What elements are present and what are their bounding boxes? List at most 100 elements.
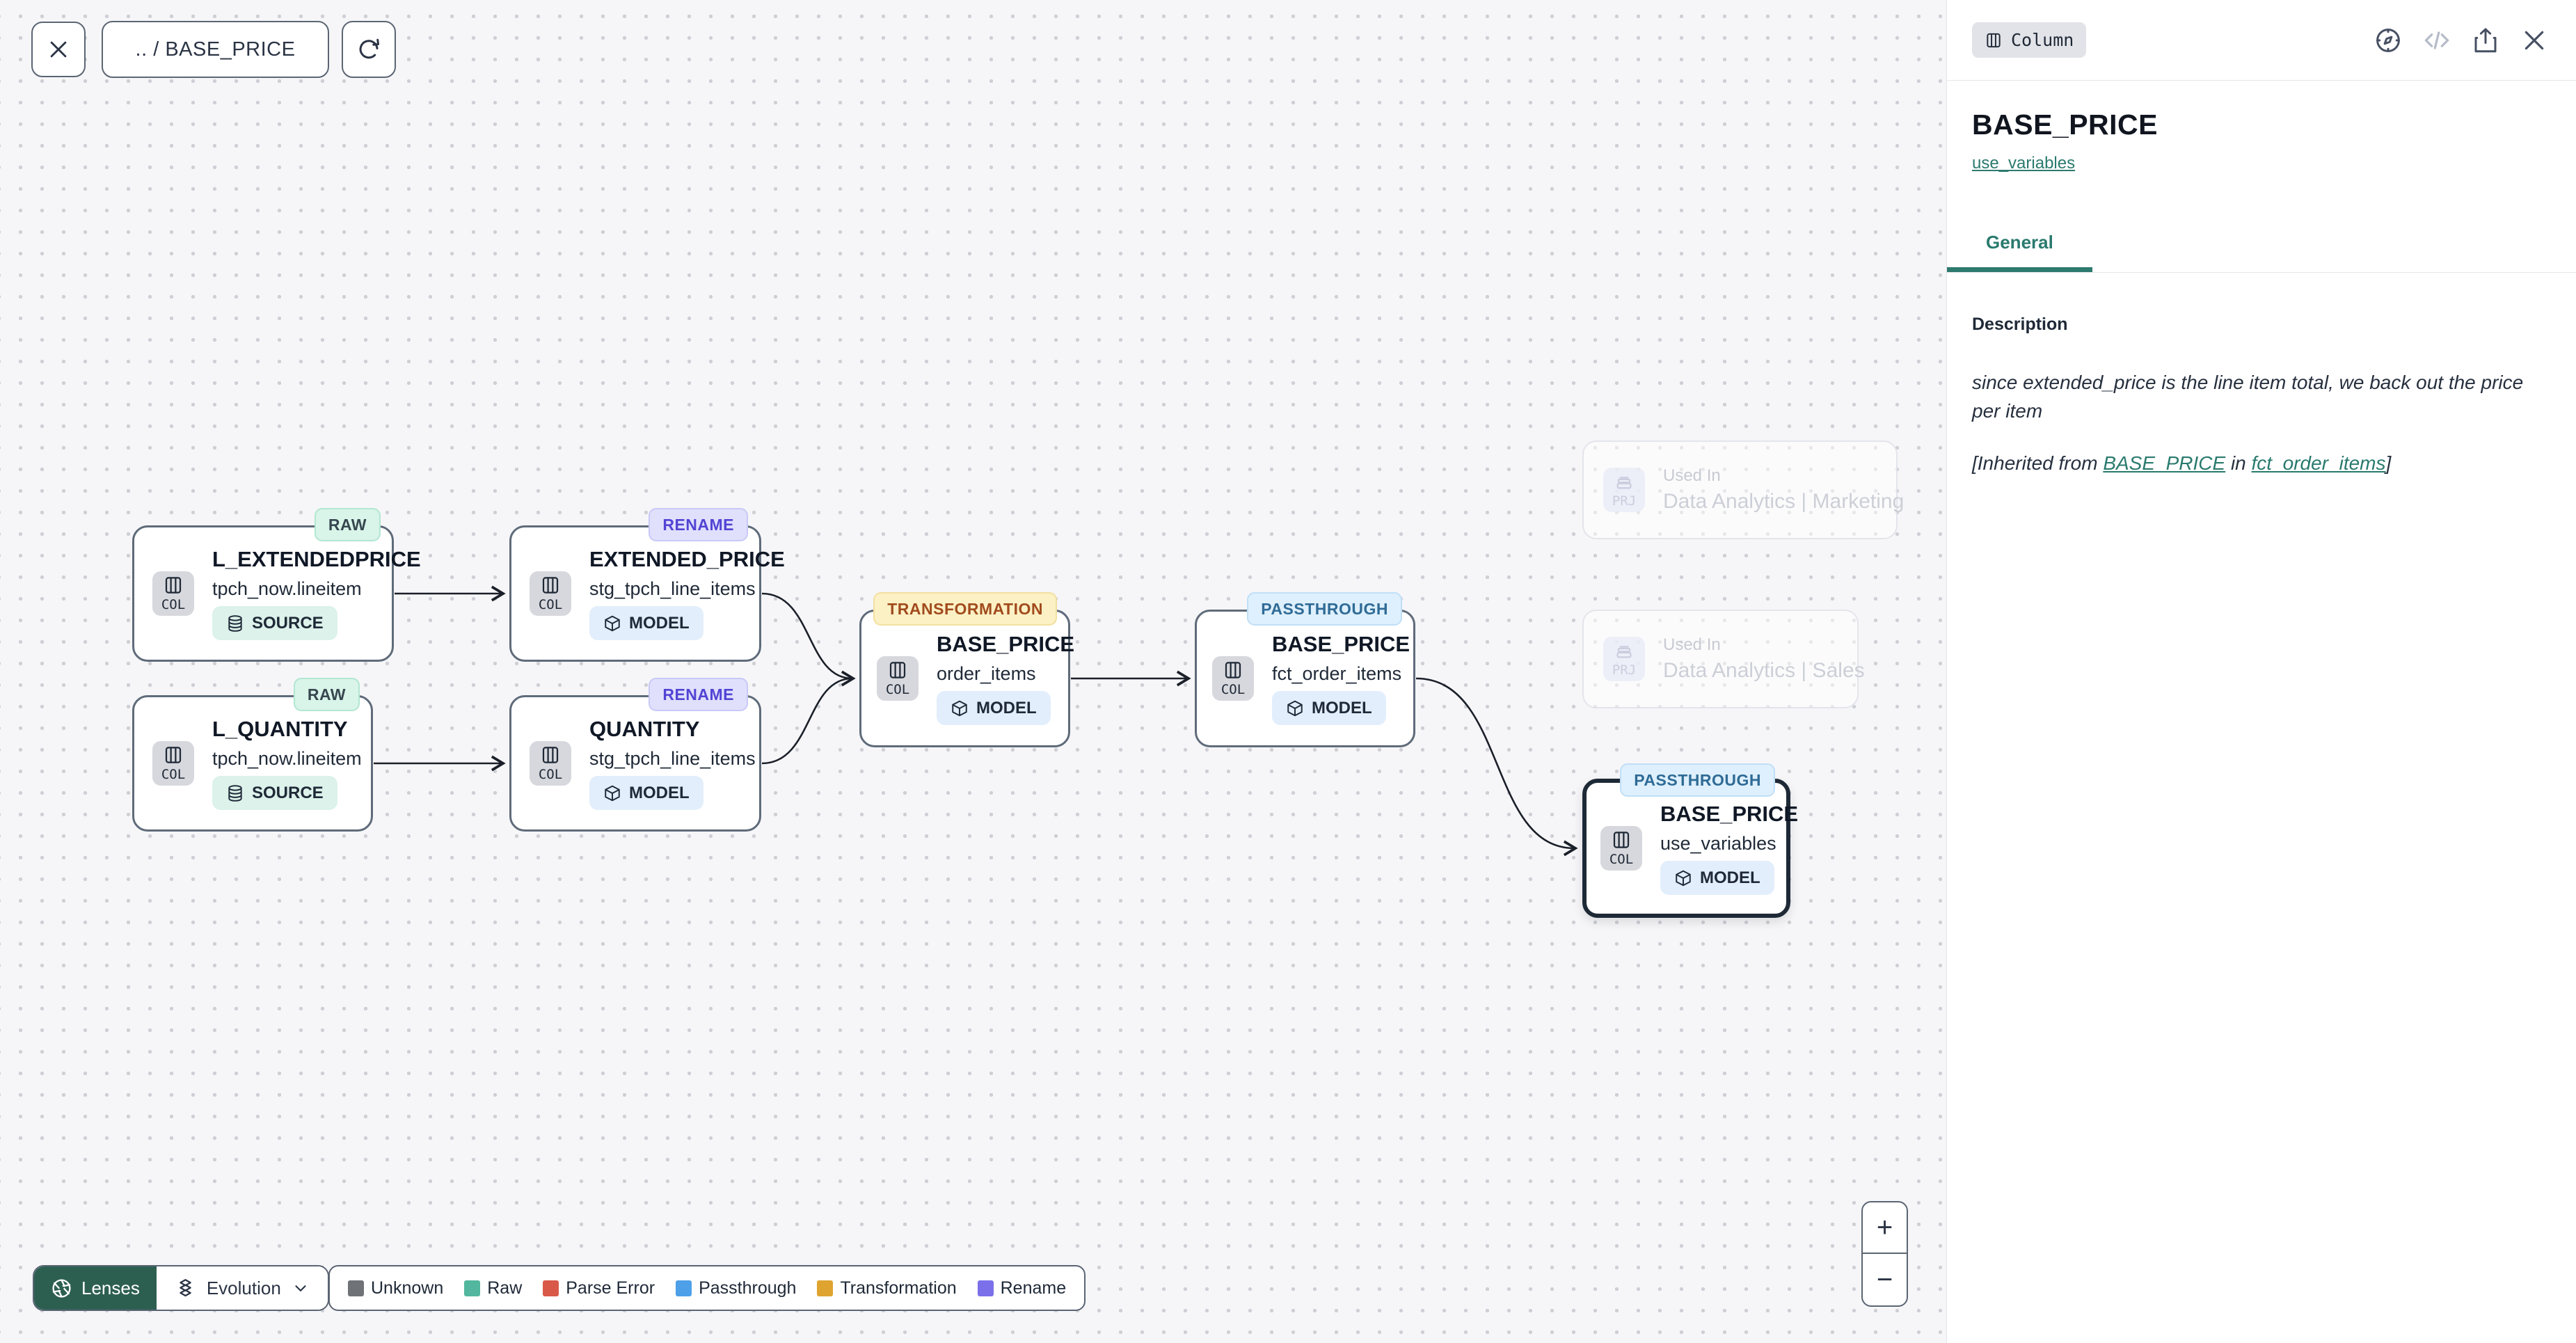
project-chip: PRJ	[1603, 637, 1645, 681]
used-in-name: Data Analytics | Sales	[1663, 659, 1865, 682]
model-link[interactable]: use_variables	[1972, 154, 2076, 173]
share-button[interactable]	[2470, 25, 2501, 56]
columns-icon	[889, 662, 906, 678]
lineage-node[interactable]: RENAME COL EXTENDED_PRICE stg_tpch_line_…	[509, 508, 785, 662]
column-chip: COL	[877, 656, 919, 701]
legend-item: Passthrough	[676, 1278, 796, 1298]
breadcrumb[interactable]: .. / BASE_PRICE	[102, 21, 329, 78]
legend-swatch	[348, 1280, 364, 1296]
page-title: BASE_PRICE	[1972, 109, 2158, 141]
legend-label: Passthrough	[699, 1278, 797, 1298]
node-kind-tag: SOURCE	[212, 776, 337, 810]
cube-icon	[605, 785, 620, 801]
explore-button[interactable]	[2373, 25, 2403, 56]
entity-type-label: Column	[2011, 30, 2074, 50]
legend-label: Parse Error	[566, 1278, 655, 1298]
legend-swatch	[464, 1280, 481, 1296]
evolution-badge: TRANSFORMATION	[873, 592, 1057, 626]
chip-label: PRJ	[1612, 662, 1637, 678]
columns-icon	[1987, 33, 2001, 47]
legend-swatch	[543, 1280, 559, 1296]
layers-icon	[180, 1278, 191, 1296]
chevron-down-icon	[295, 1285, 306, 1292]
close-icon	[50, 41, 67, 58]
lineage-edges	[374, 585, 1578, 857]
legend-label: Rename	[1000, 1278, 1067, 1298]
tab-general[interactable]: General	[1947, 219, 2092, 272]
legend-item: Raw	[464, 1278, 522, 1298]
node-kind-tag: MODEL	[1272, 691, 1386, 725]
code-button[interactable]	[2422, 25, 2452, 56]
cube-icon	[1287, 700, 1303, 716]
node-subtitle: use_variables	[1660, 833, 1776, 854]
legend-item: Transformation	[817, 1278, 957, 1298]
close-graph-button[interactable]	[31, 22, 86, 77]
node-subtitle: fct_order_items	[1272, 663, 1402, 684]
entity-type-badge: Column	[1972, 22, 2087, 58]
column-chip: COL	[1600, 826, 1642, 871]
legend-label: Raw	[487, 1278, 523, 1298]
node-title: L_EXTENDEDPRICE	[212, 547, 421, 571]
chip-label: COL	[161, 767, 186, 782]
evolution-badge: RAW	[293, 678, 360, 711]
panel-tabs: General	[1947, 219, 2576, 273]
node-title: BASE_PRICE	[1272, 632, 1410, 656]
legend-swatch	[817, 1280, 834, 1296]
lineage-node[interactable]: RENAME COL QUANTITY stg_tpch_line_items …	[509, 678, 761, 832]
evolution-badge: RAW	[314, 508, 381, 541]
inherited-middle: in	[2225, 452, 2252, 474]
lineage-node[interactable]: RAW COL L_QUANTITY tpch_now.lineitem SOU…	[132, 678, 373, 832]
zoom-out-button[interactable]: −	[1876, 1264, 1893, 1295]
column-chip: COL	[530, 571, 571, 616]
close-panel-button[interactable]	[2519, 25, 2550, 56]
cube-icon	[605, 615, 620, 631]
database-icon	[228, 784, 242, 802]
column-chip: COL	[530, 741, 571, 786]
legend-label: Unknown	[371, 1278, 444, 1298]
zoom-controls: + −	[1861, 1201, 1908, 1307]
inherited-model-link[interactable]: fct_order_items	[2251, 452, 2386, 474]
zoom-in-button[interactable]: +	[1863, 1202, 1907, 1254]
used-in-label: Used In	[1663, 635, 1721, 654]
chip-label: PRJ	[1612, 493, 1637, 509]
column-chip: COL	[152, 741, 194, 786]
legend-swatch	[676, 1280, 692, 1296]
columns-icon	[1225, 662, 1241, 678]
used-in-label: Used In	[1663, 466, 1721, 485]
inherited-column-link[interactable]: BASE_PRICE	[2103, 452, 2226, 474]
legend-item: Parse Error	[543, 1278, 655, 1298]
node-kind-tag: MODEL	[589, 606, 703, 640]
details-panel: Column BASE_PRICE use_variables Gener	[1946, 0, 2576, 1343]
lineage-node[interactable]: RAW COL L_EXTENDEDPRICE tpch_now.lineite…	[132, 508, 421, 662]
project-stack-icon	[1616, 477, 1632, 489]
lineage-canvas[interactable]: .. / BASE_PRICE RAW COL L_EXTENDEDPRICE …	[0, 0, 1946, 1343]
chip-label: COL	[1221, 682, 1246, 697]
used-in-node[interactable]: PRJ Used In Data Analytics | Marketing	[1582, 440, 1904, 539]
lenses-button[interactable]: Lenses	[34, 1266, 157, 1310]
evolution-badge: RENAME	[649, 678, 748, 711]
legend-label: Transformation	[840, 1278, 957, 1298]
lineage-node-selected[interactable]: PASSTHROUGH COL BASE_PRICE use_variables…	[1582, 763, 1798, 918]
inherited-note: [Inherited from BASE_PRICE in fct_order_…	[1972, 452, 2551, 475]
legend-item: Unknown	[348, 1278, 443, 1298]
breadcrumb-label: .. / BASE_PRICE	[135, 38, 296, 61]
lens-select[interactable]: Evolution	[156, 1266, 328, 1310]
project-stack-icon	[1616, 646, 1632, 658]
lenses-bar: Lenses Evolution	[33, 1265, 329, 1311]
columns-icon	[542, 747, 559, 763]
lineage-node[interactable]: PASSTHROUGH COL BASE_PRICE fct_order_ite…	[1195, 592, 1415, 747]
evolution-badge: RENAME	[649, 508, 748, 541]
chip-label: COL	[538, 767, 563, 782]
aperture-icon	[52, 1278, 71, 1298]
refresh-button[interactable]	[342, 21, 396, 78]
inherited-prefix: [Inherited from	[1972, 452, 2104, 474]
lens-selected-label: Evolution	[206, 1277, 281, 1298]
chip-label: COL	[538, 597, 563, 612]
legend-item: Rename	[977, 1278, 1067, 1298]
column-chip: COL	[1212, 656, 1254, 701]
used-in-node[interactable]: PRJ Used In Data Analytics | Sales	[1582, 610, 1865, 708]
cube-icon	[1676, 870, 1691, 886]
database-icon	[228, 614, 242, 632]
lineage-node[interactable]: TRANSFORMATION COL BASE_PRICE order_item…	[859, 592, 1074, 747]
